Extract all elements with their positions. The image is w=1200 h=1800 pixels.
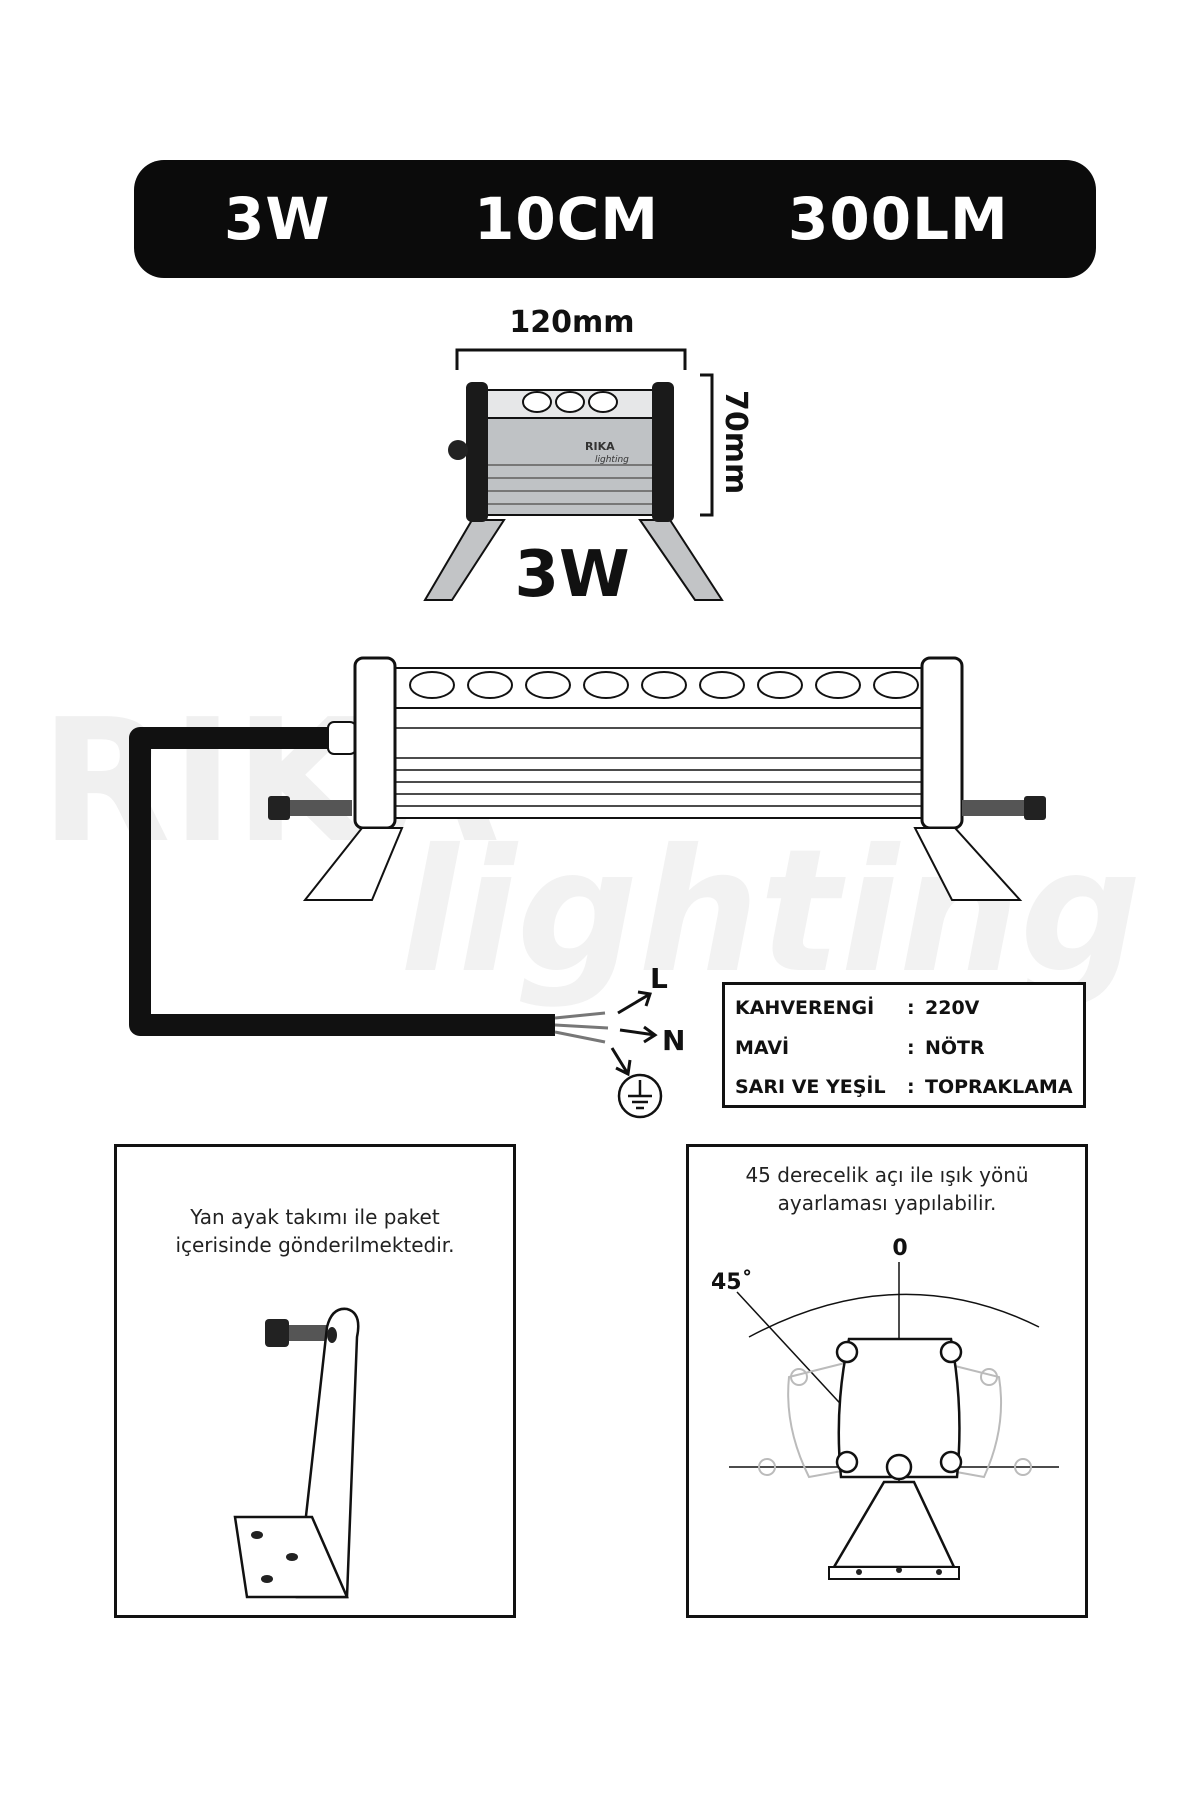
left-foot (302, 827, 404, 901)
legend-color-blue: MAVİ (735, 1037, 790, 1059)
angle-note-line2: ayarlaması yapılabilir. (777, 1191, 997, 1215)
small-left-cap (466, 382, 488, 522)
watermark-sub: lighting (400, 813, 1142, 1010)
left-end-cap (353, 656, 397, 830)
neutral-arrow (619, 1025, 658, 1044)
wire-color-legend: KAHVERENGİ : 220V MAVİ : NÖTR SARI VE YE… (722, 982, 1086, 1108)
small-right-cap (652, 382, 674, 522)
logo-brand: RIKA (585, 440, 615, 453)
bracket-note-line2: içerisinde gönderilmektedir. (175, 1233, 455, 1257)
small-right-foot (638, 519, 724, 601)
height-dimension-bracket (700, 373, 714, 517)
legend-meaning-220v: 220V (925, 997, 980, 1019)
wire-ends (554, 1011, 609, 1044)
width-dimension-label: 120mm (509, 305, 634, 340)
angle-label: 45˚ (711, 1270, 753, 1295)
led (588, 391, 618, 413)
small-left-foot (423, 519, 506, 601)
angle-note-line1: 45 derecelik açı ile ışık yönü (745, 1163, 1029, 1187)
angle-arc (748, 1293, 1040, 1338)
led (555, 391, 585, 413)
legend-color-brown: KAHVERENGİ (735, 997, 875, 1019)
spec-bar: 3W 10CM 300LM (134, 160, 1096, 278)
large-product-diagram: L N (129, 656, 1046, 1119)
legend-color-yellow-green: SARI VE YEŞİL (735, 1076, 886, 1098)
right-foot (913, 827, 1023, 901)
right-end-cap (920, 656, 964, 830)
small-product-diagram: 120mm 70mm RIKA lighting 3W (423, 305, 753, 612)
logo-sub: lighting (595, 455, 629, 465)
zero-label: 0 (892, 1236, 907, 1261)
legend-sep: : (907, 1037, 915, 1059)
height-dimension-label: 70mm (718, 390, 753, 494)
spec-lumen: 300LM (788, 185, 1009, 253)
angle-note: 45 derecelik açı ile ışık yönü ayarlamas… (689, 1161, 1085, 1217)
legend-sep: : (907, 1076, 915, 1098)
live-arrow (617, 990, 652, 1015)
ground-arrow (610, 1047, 632, 1077)
ground-icon (617, 1073, 663, 1119)
spec-length: 10CM (474, 185, 659, 253)
led-row (409, 671, 919, 699)
small-cable-gland (448, 440, 468, 460)
model-label: 3W (514, 538, 629, 612)
bracket-panel: Yan ayak takımı ile paket içerisinde gön… (114, 1144, 516, 1618)
plate-screws (835, 1340, 963, 1481)
power-cable (129, 727, 555, 1036)
neutral-label: N (662, 1024, 685, 1057)
right-bolt (962, 796, 1046, 820)
width-dimension-bracket (455, 348, 687, 370)
angle-drawing: 0 45˚ (711, 1236, 1059, 1580)
angle-panel: 45 derecelik açı ile ışık yönü ayarlamas… (686, 1144, 1088, 1618)
live-label: L (650, 962, 668, 995)
left-bolt (268, 796, 352, 820)
spec-power: 3W (224, 185, 331, 253)
legend-sep: : (907, 997, 915, 1019)
led (522, 391, 552, 413)
bracket-drawing (233, 1307, 360, 1599)
mount-plate (837, 1337, 961, 1479)
legend-meaning-ground: TOPRAKLAMA (925, 1076, 1073, 1098)
bracket-note: Yan ayak takımı ile paket içerisinde gön… (117, 1203, 513, 1259)
angle-foot (831, 1480, 956, 1569)
legend-meaning-neutral: NÖTR (925, 1037, 985, 1059)
bracket-note-line1: Yan ayak takımı ile paket (190, 1205, 440, 1229)
cable-gland (327, 721, 357, 755)
